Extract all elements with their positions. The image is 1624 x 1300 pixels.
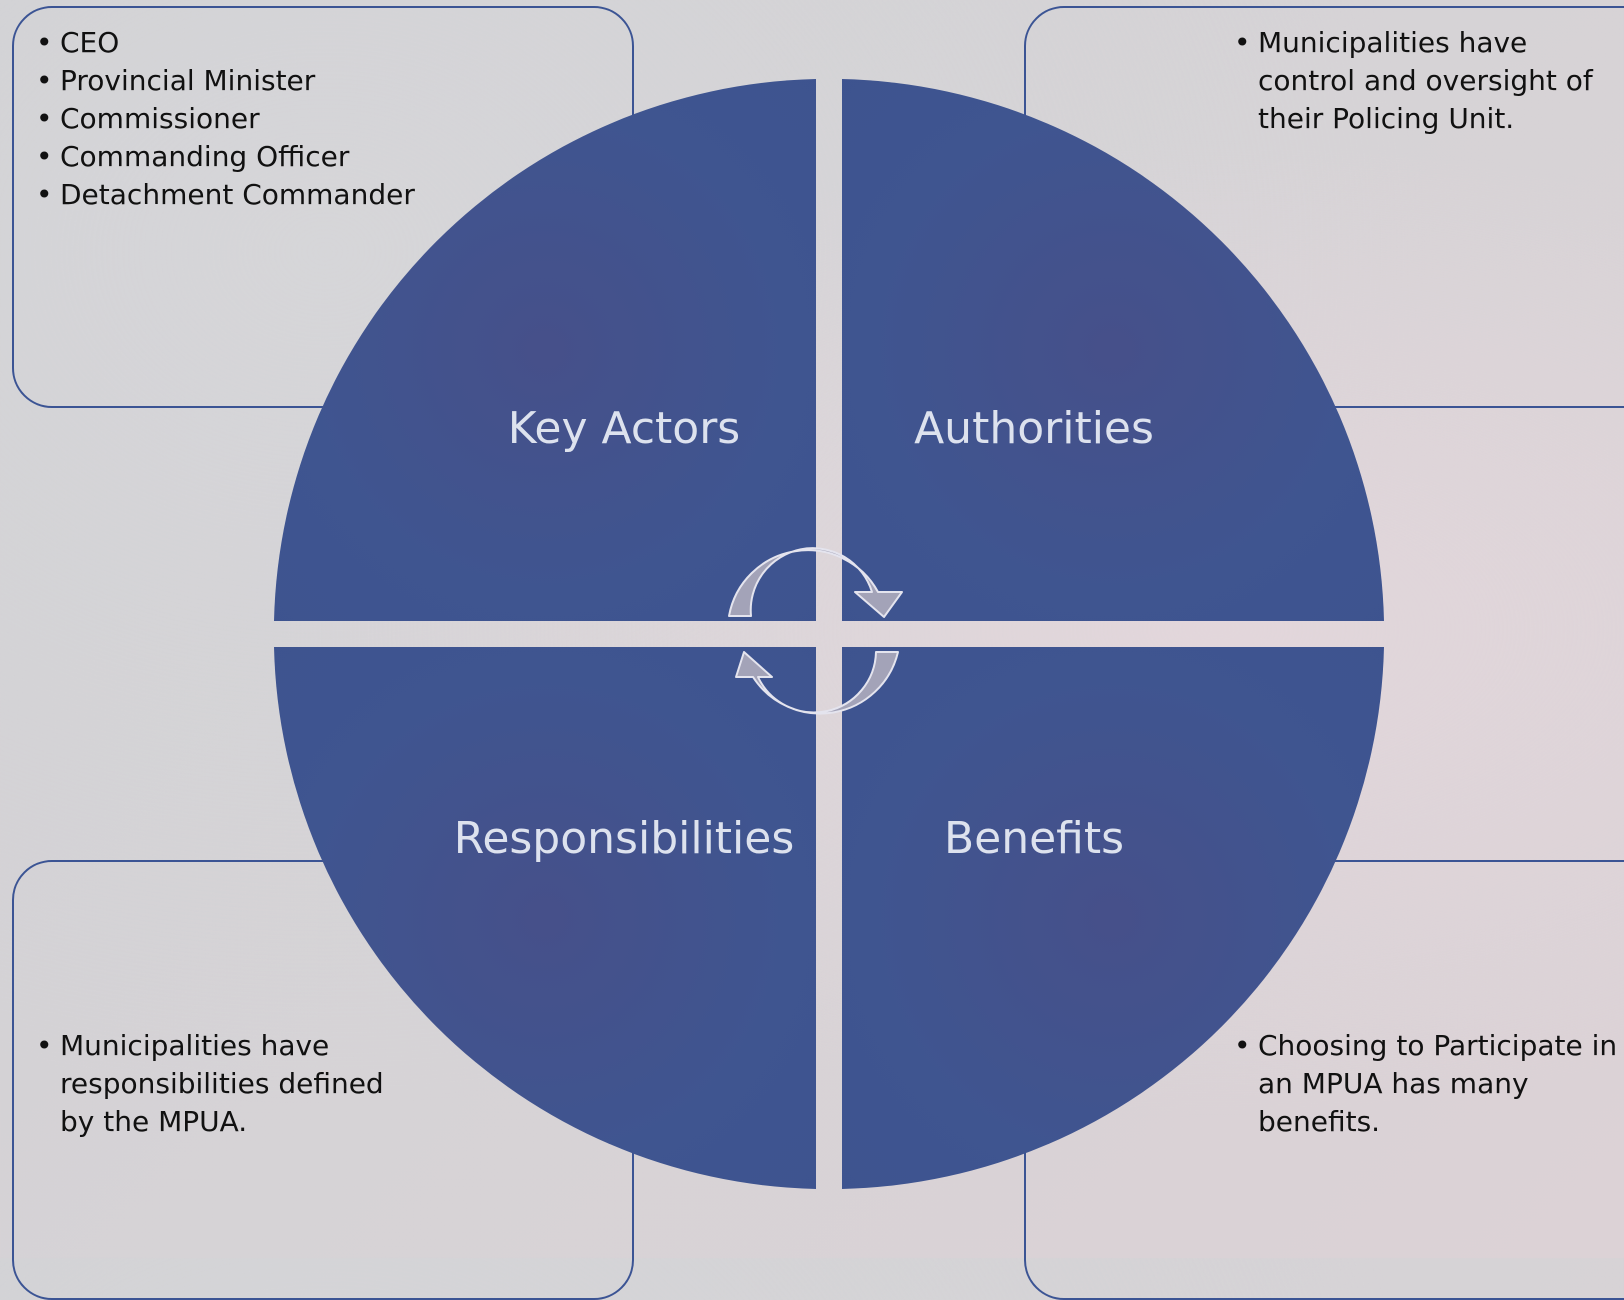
circular-arrows-icon — [728, 547, 903, 715]
quadrant-authorities[interactable] — [842, 79, 1384, 621]
quadrant-benefits[interactable] — [842, 647, 1384, 1189]
quadrant-key-actors[interactable] — [274, 79, 816, 621]
authorities-list: Municipalities have control and oversigh… — [1234, 24, 1614, 138]
list-item: Commanding Officer — [36, 138, 436, 176]
quadrant-responsibilities[interactable] — [274, 647, 816, 1189]
responsibilities-list: Municipalities have responsibilities def… — [36, 1027, 396, 1141]
quadrant-label-responsibilities: Responsibilities — [454, 813, 795, 864]
list-item: Provincial Minister — [36, 62, 436, 100]
list-item: CEO — [36, 24, 436, 62]
cycle-diagram: Key Actors Authorities Responsibilities … — [274, 79, 1384, 1189]
list-item: Detachment Commander — [36, 176, 436, 214]
list-item: Municipalities have responsibilities def… — [36, 1027, 396, 1141]
quadrant-label-authorities: Authorities — [914, 403, 1154, 454]
list-item: Choosing to Participate in an MPUA has m… — [1234, 1027, 1619, 1141]
list-item: Municipalities have control and oversigh… — [1234, 24, 1614, 138]
arrow-top-icon — [728, 547, 903, 618]
benefits-list: Choosing to Participate in an MPUA has m… — [1234, 1027, 1619, 1141]
quadrant-label-benefits: Benefits — [944, 813, 1124, 864]
arrow-bottom-icon — [735, 651, 899, 715]
quadrant-label-key-actors: Key Actors — [508, 403, 740, 454]
list-item: Commissioner — [36, 100, 436, 138]
key-actors-list: CEO Provincial Minister Commissioner Com… — [36, 24, 436, 214]
